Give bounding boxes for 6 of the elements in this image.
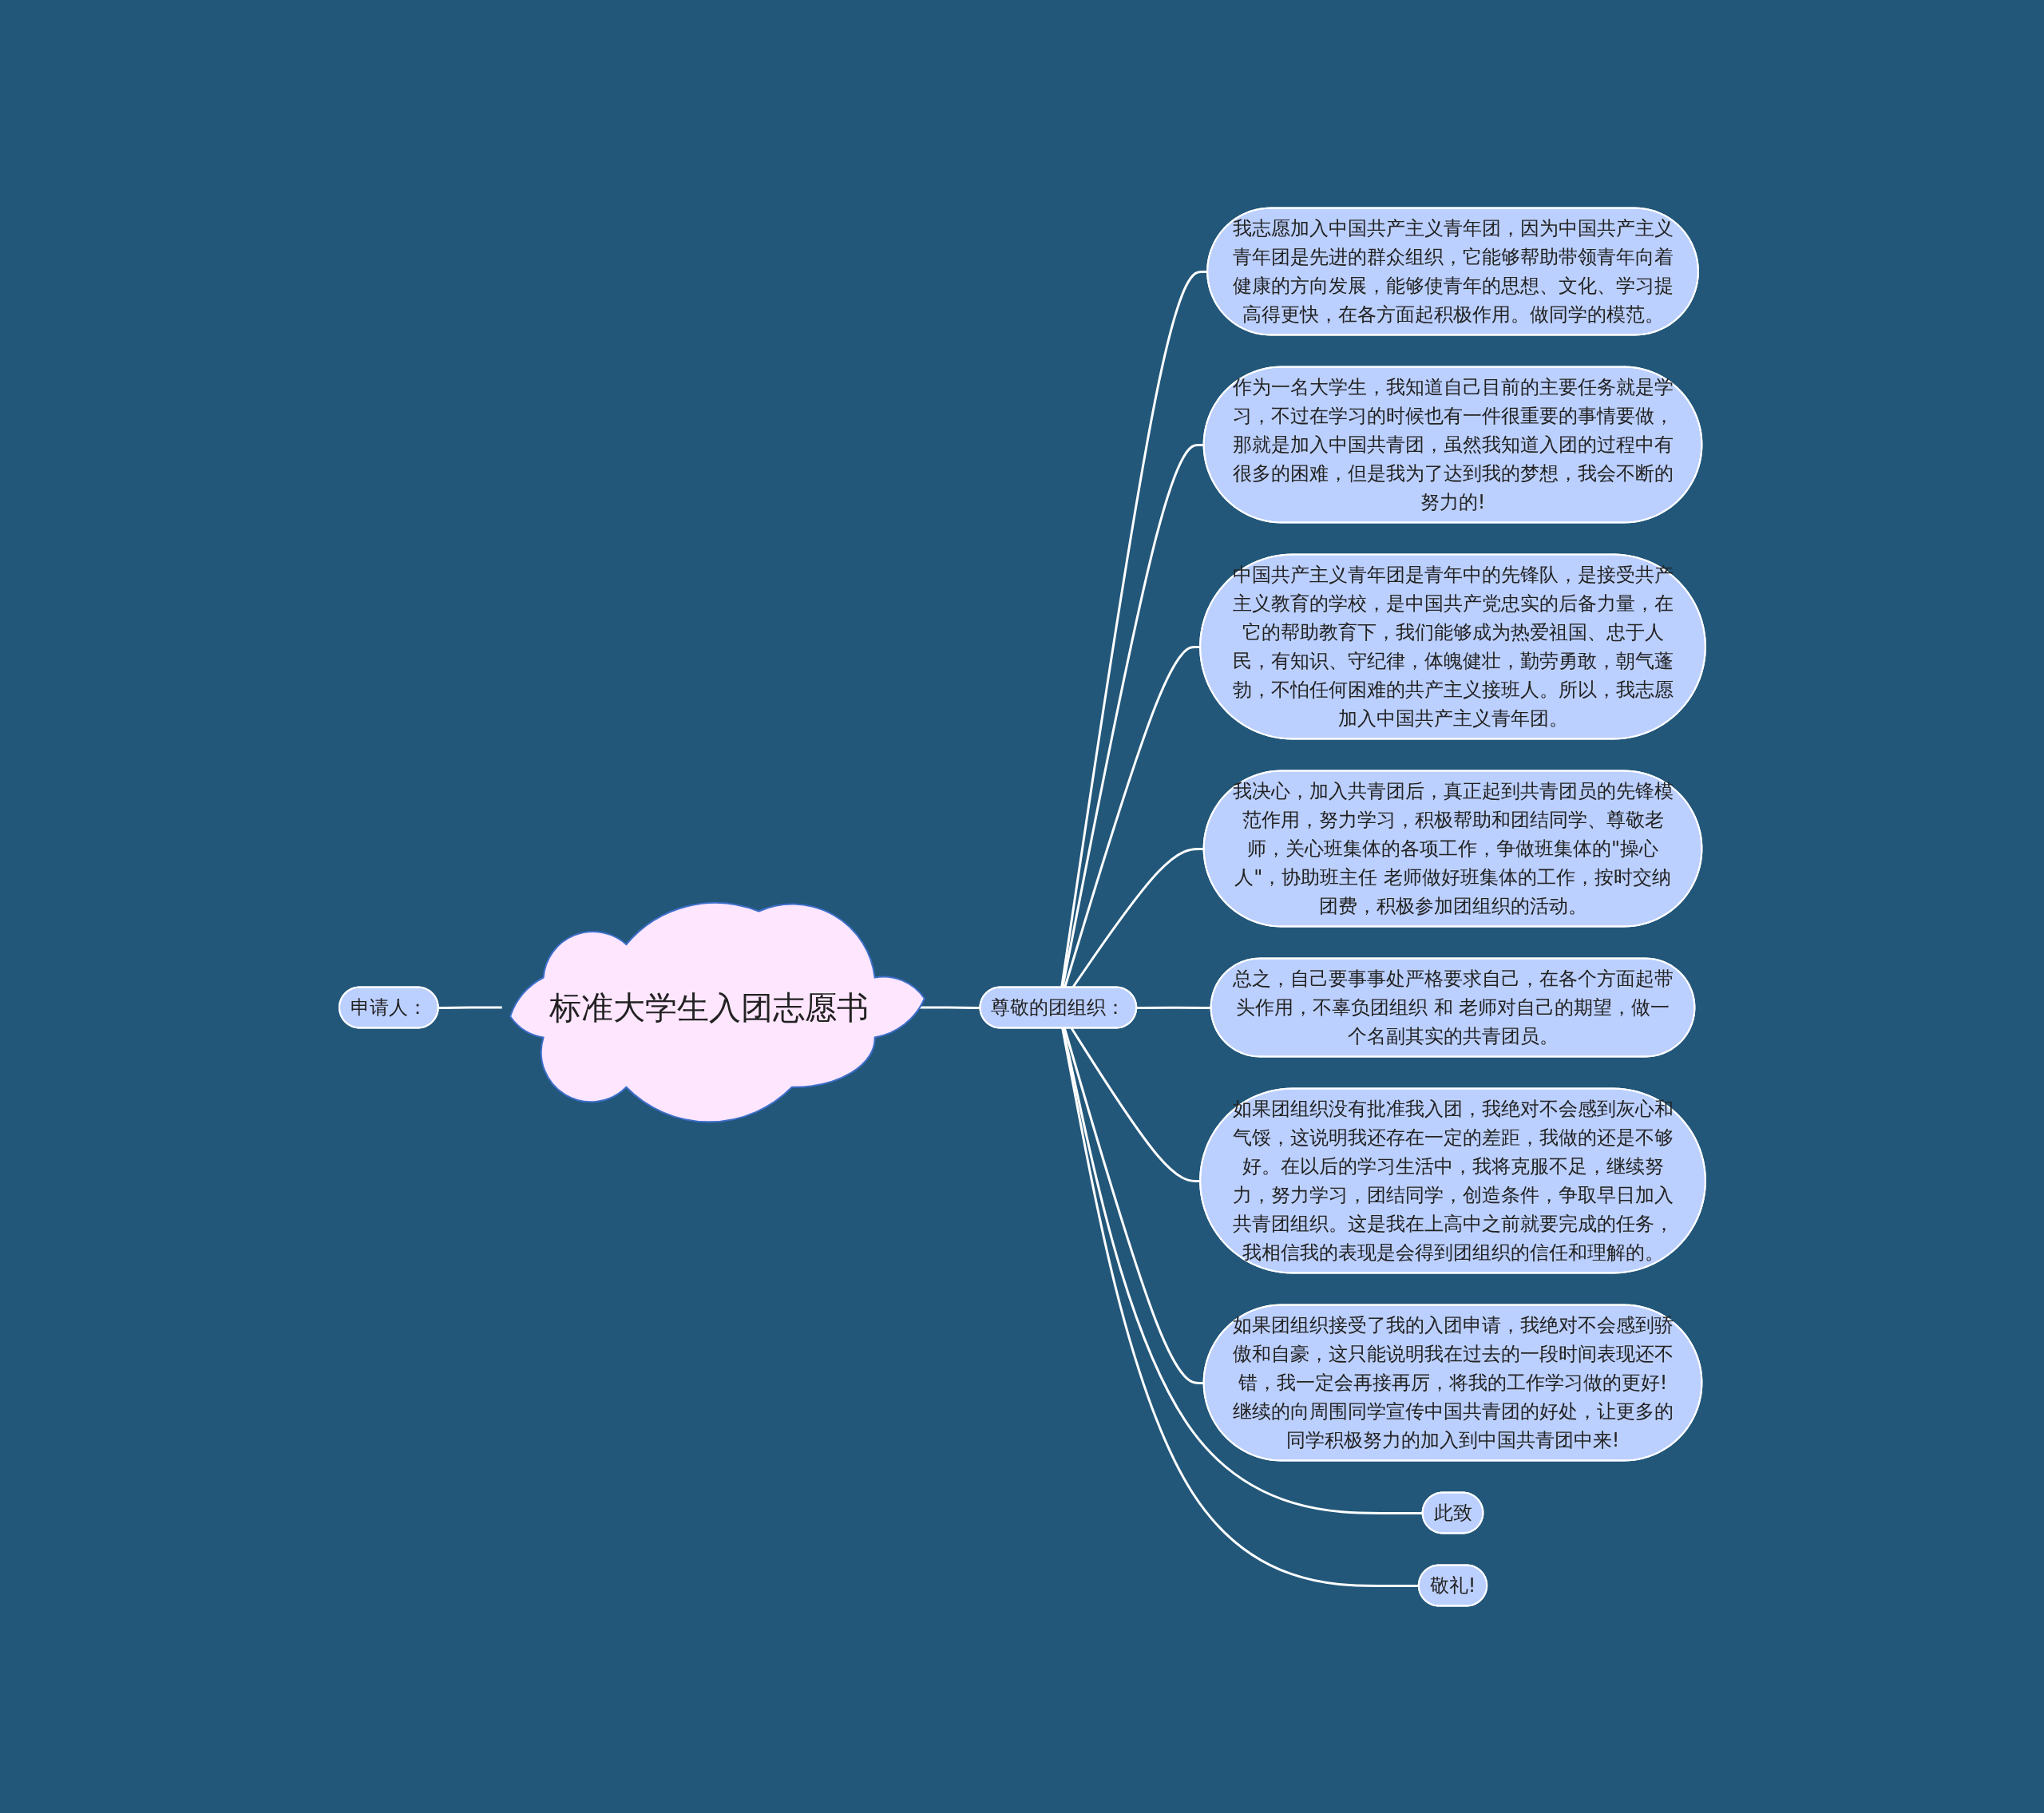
connector: [1071, 847, 1204, 988]
connector: [1136, 1006, 1211, 1009]
connector: [1060, 270, 1208, 988]
connector: [1063, 1027, 1204, 1384]
connector: [1060, 443, 1204, 988]
connector: [438, 1006, 502, 1009]
